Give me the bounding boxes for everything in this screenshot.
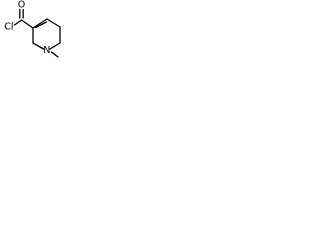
atom-label-nitrogen: N bbox=[43, 45, 50, 56]
bond-ring-c3-c4-inner bbox=[34, 21, 48, 29]
bond-ring-n-c2 bbox=[32, 42, 45, 50]
bond-carbonyl-chlorine bbox=[13, 19, 23, 26]
atom-label-oxygen: O bbox=[18, 0, 25, 11]
bond-carbonyl-ring bbox=[20, 19, 34, 29]
bond-ring-c6-n bbox=[49, 42, 61, 50]
bond-ring-c3-c4 bbox=[32, 18, 48, 29]
bond-nitrogen-methyl bbox=[50, 51, 59, 58]
atom-label-chlorine: Cl bbox=[4, 22, 13, 33]
chemical-structure: O Cl N bbox=[4, 0, 61, 58]
bond-ring-c4-c5 bbox=[46, 18, 61, 28]
